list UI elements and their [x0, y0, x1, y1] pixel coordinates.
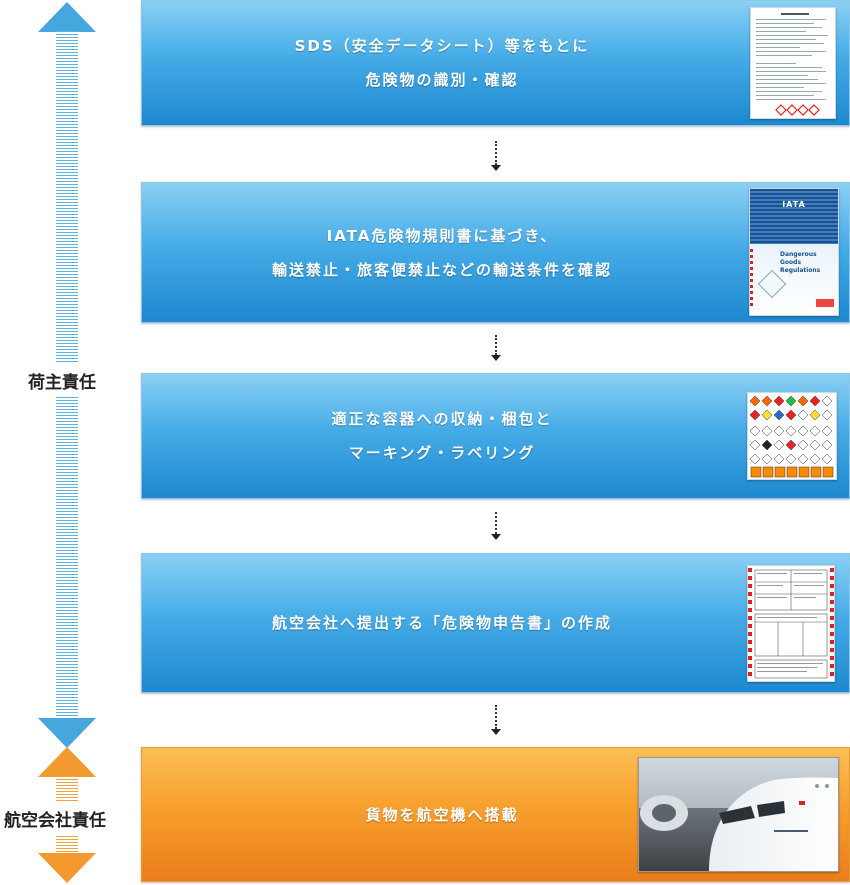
step-1-line-2: 危険物の識別・確認	[365, 71, 519, 89]
step-4-text: 航空会社へ提出する「危険物申告書」の作成	[142, 554, 742, 692]
step-3-line-1: 適正な容器への収納・梱包と	[331, 410, 553, 428]
step-5-line-1: 貨物を航空機へ搭載	[365, 805, 519, 824]
airline-responsibility-label: 航空会社責任	[2, 802, 108, 835]
step-1-box: SDS（安全データシート）等をもとに 危険物の識別・確認	[141, 0, 850, 126]
book-title: Dangerous Goods Regulations	[780, 251, 821, 274]
shipper-arrow-up-icon	[38, 2, 96, 32]
declaration-form-icon	[747, 565, 835, 682]
step-5-box: 貨物を航空機へ搭載	[141, 747, 850, 882]
step-3-text: 適正な容器への収納・梱包と マーキング・ラベリング	[142, 374, 742, 498]
step-4-box: 航空会社へ提出する「危険物申告書」の作成	[141, 553, 850, 693]
step-3-box: 適正な容器への収納・梱包と マーキング・ラベリング	[141, 373, 850, 499]
step-1-text: SDS（安全データシート）等をもとに 危険物の識別・確認	[142, 1, 742, 125]
connector-arrow-1	[491, 141, 501, 173]
step-4-line-1: 航空会社へ提出する「危険物申告書」の作成	[271, 614, 612, 632]
hazard-labels-icon	[747, 392, 837, 480]
connector-arrow-4	[491, 705, 501, 737]
step-2-line-2: 輸送禁止・旅客便禁止などの輸送条件を確認	[271, 260, 612, 279]
airplane-photo-icon	[638, 757, 839, 872]
step-5-text: 貨物を航空機へ搭載	[142, 748, 742, 881]
step-2-box: IATA危険物規則書に基づき、 輸送禁止・旅客便禁止などの輸送条件を確認 IAT…	[141, 182, 850, 323]
step-3-line-2: マーキング・ラベリング	[348, 444, 536, 462]
dgr-book-icon: IATA Dangerous Goods Regulations	[749, 188, 839, 316]
shipper-responsibility-label: 荷主責任	[26, 364, 98, 397]
iata-logo-icon: IATA	[782, 200, 806, 209]
connector-arrow-3	[491, 512, 501, 542]
airline-arrow-down-icon	[38, 853, 96, 883]
step-2-line-1: IATA危険物規則書に基づき、	[326, 226, 558, 245]
shipper-arrow-down-icon	[38, 718, 96, 748]
step-2-text: IATA危険物規則書に基づき、 輸送禁止・旅客便禁止などの輸送条件を確認	[142, 183, 742, 322]
connector-arrow-2	[491, 335, 501, 363]
sds-document-icon	[750, 7, 836, 119]
step-1-line-1: SDS（安全データシート）等をもとに	[294, 37, 590, 55]
airline-arrow-up-icon	[38, 747, 96, 777]
